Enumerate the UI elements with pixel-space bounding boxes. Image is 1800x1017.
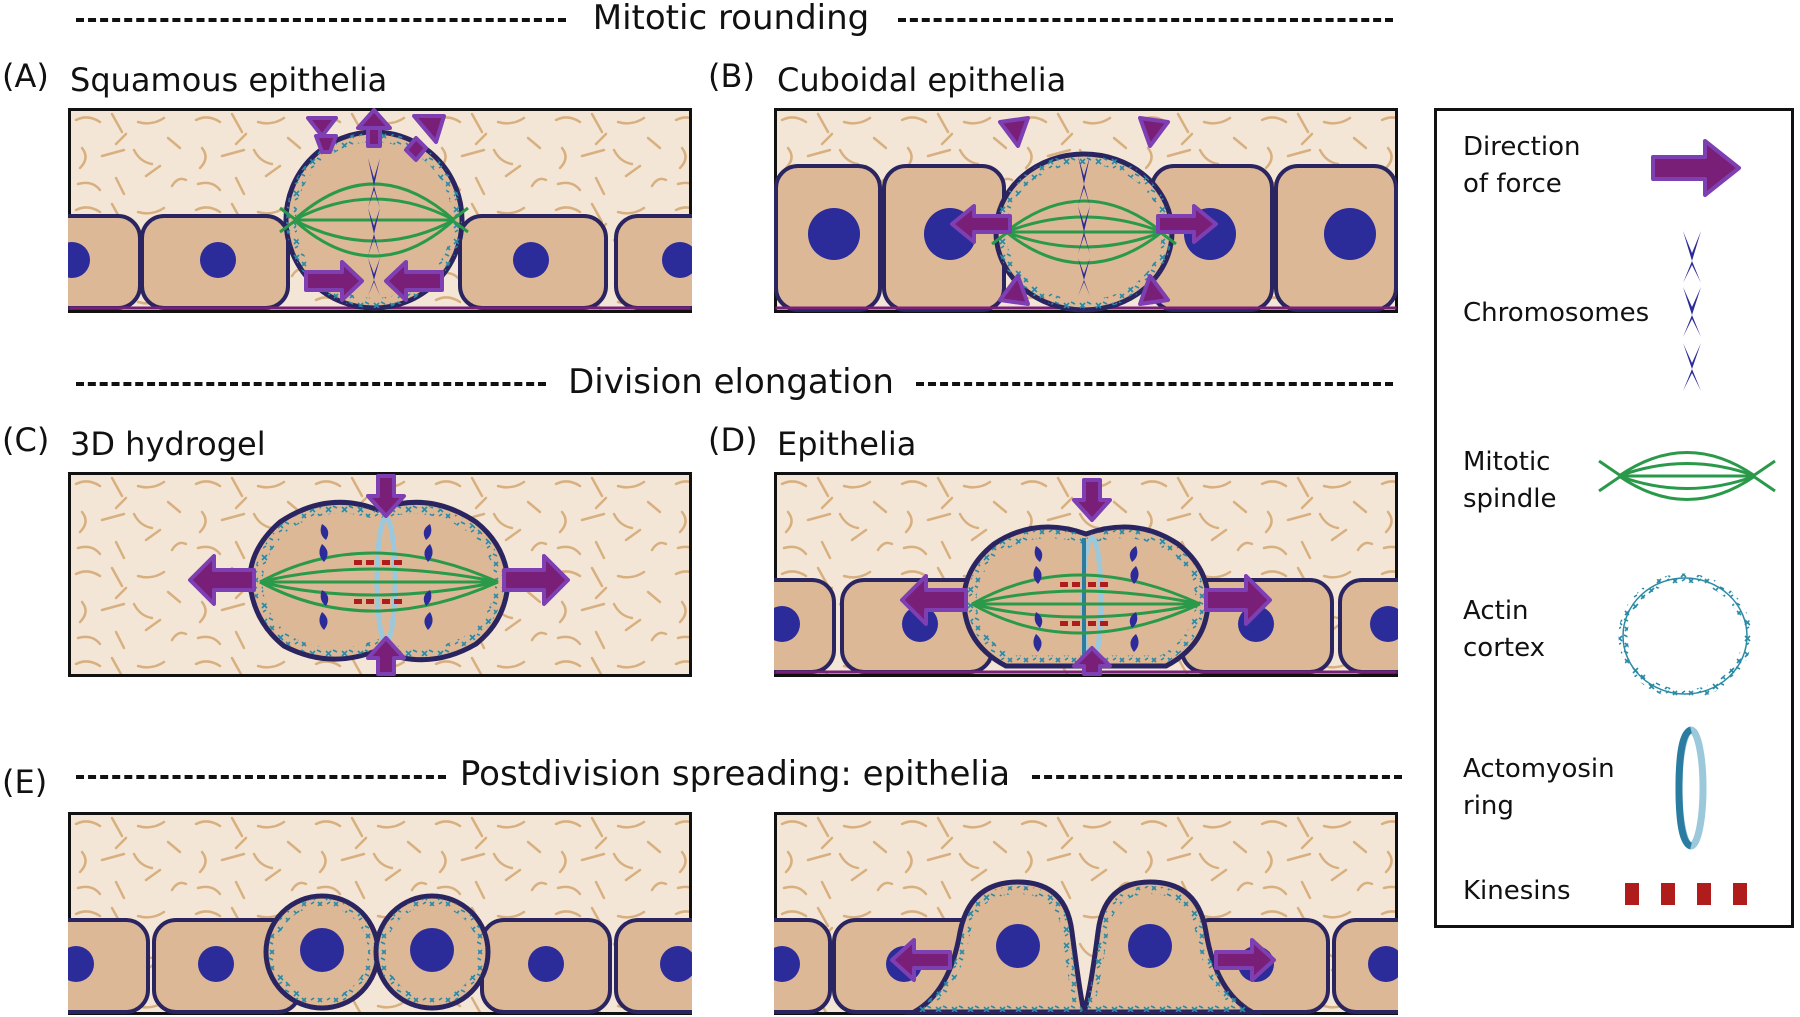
mitotic-spindle-icon — [1598, 451, 1776, 501]
panel-e-left-diagram — [68, 812, 692, 1015]
section-divider-right — [1032, 775, 1402, 779]
chromosomes — [368, 158, 380, 296]
section-title-postdivision-spreading: Postdivision spreading: epithelia — [459, 754, 1011, 794]
nucleus — [1324, 208, 1376, 260]
nucleus — [1368, 946, 1398, 982]
force-arrows — [890, 938, 1276, 982]
panel-title-c: 3D hydrogel — [70, 425, 266, 463]
force-arrows — [304, 108, 446, 302]
section-title-division-elongation: Division elongation — [568, 362, 894, 402]
nucleus — [68, 242, 90, 278]
actomyosin-ring-icon — [1675, 726, 1707, 850]
chromosomes — [1033, 546, 1139, 652]
nucleus — [1370, 606, 1398, 642]
section-title-mitotic-rounding: Mitotic rounding — [592, 0, 870, 38]
nucleus — [662, 242, 692, 278]
kinesins — [1060, 582, 1108, 626]
nucleus — [513, 242, 549, 278]
force-arrows — [188, 474, 570, 676]
nucleus — [808, 208, 860, 260]
panel-letter-c: (C) — [2, 421, 50, 459]
panel-letter-d: (D) — [708, 421, 758, 459]
panel-letter-b: (B) — [708, 57, 755, 95]
nucleus — [1128, 924, 1172, 968]
legend-force-label: Direction of force — [1463, 132, 1581, 199]
legend: Direction of force Chromosomes Mitotic s… — [1434, 108, 1794, 928]
panel-b-diagram — [774, 108, 1398, 313]
legend-kinesins-label: Kinesins — [1463, 876, 1571, 906]
force-arrow-icon — [1651, 139, 1741, 197]
chromosome-icon — [1683, 231, 1701, 391]
panel-letter-a: (A) — [2, 57, 49, 95]
legend-spindle-label: Mitotic spindle — [1463, 447, 1557, 514]
section-divider-left — [76, 382, 546, 386]
chromosomes — [1078, 156, 1090, 296]
nucleus — [198, 946, 234, 982]
nucleus — [200, 242, 236, 278]
panel-letter-e: (E) — [2, 763, 48, 801]
nucleus — [774, 946, 800, 982]
nucleus — [774, 606, 800, 642]
nucleus — [68, 946, 94, 982]
nucleus — [660, 946, 692, 982]
legend-actin-label: Actin cortex — [1463, 596, 1546, 663]
force-arrows — [900, 478, 1272, 676]
nucleus — [528, 946, 564, 982]
panel-e-right-diagram — [774, 812, 1398, 1015]
section-divider-left — [76, 18, 566, 22]
nucleus — [902, 606, 938, 642]
section-divider-left — [76, 775, 446, 779]
legend-chromosomes-label: Chromosomes — [1463, 298, 1650, 328]
kinesin-icon — [1625, 883, 1747, 905]
kinesins — [354, 560, 402, 604]
panel-d-diagram — [774, 472, 1398, 677]
panel-title-d: Epithelia — [777, 425, 917, 463]
panel-a-diagram — [68, 108, 692, 313]
panel-title-a: Squamous epithelia — [70, 61, 388, 99]
nucleus — [300, 928, 344, 972]
panel-title-b: Cuboidal epithelia — [777, 61, 1067, 99]
nucleus — [996, 924, 1040, 968]
chromosomes — [319, 524, 433, 630]
mitotic-spindle — [971, 573, 1201, 635]
actin-cortex-icon — [1618, 573, 1752, 699]
force-arrows — [950, 116, 1218, 306]
panel-c-diagram — [68, 472, 692, 677]
nucleus — [410, 928, 454, 972]
mitotic-spindle — [259, 551, 499, 613]
legend-ring-label: Actomyosin ring — [1463, 754, 1615, 821]
section-divider-right — [916, 382, 1393, 386]
section-divider-right — [898, 18, 1393, 22]
